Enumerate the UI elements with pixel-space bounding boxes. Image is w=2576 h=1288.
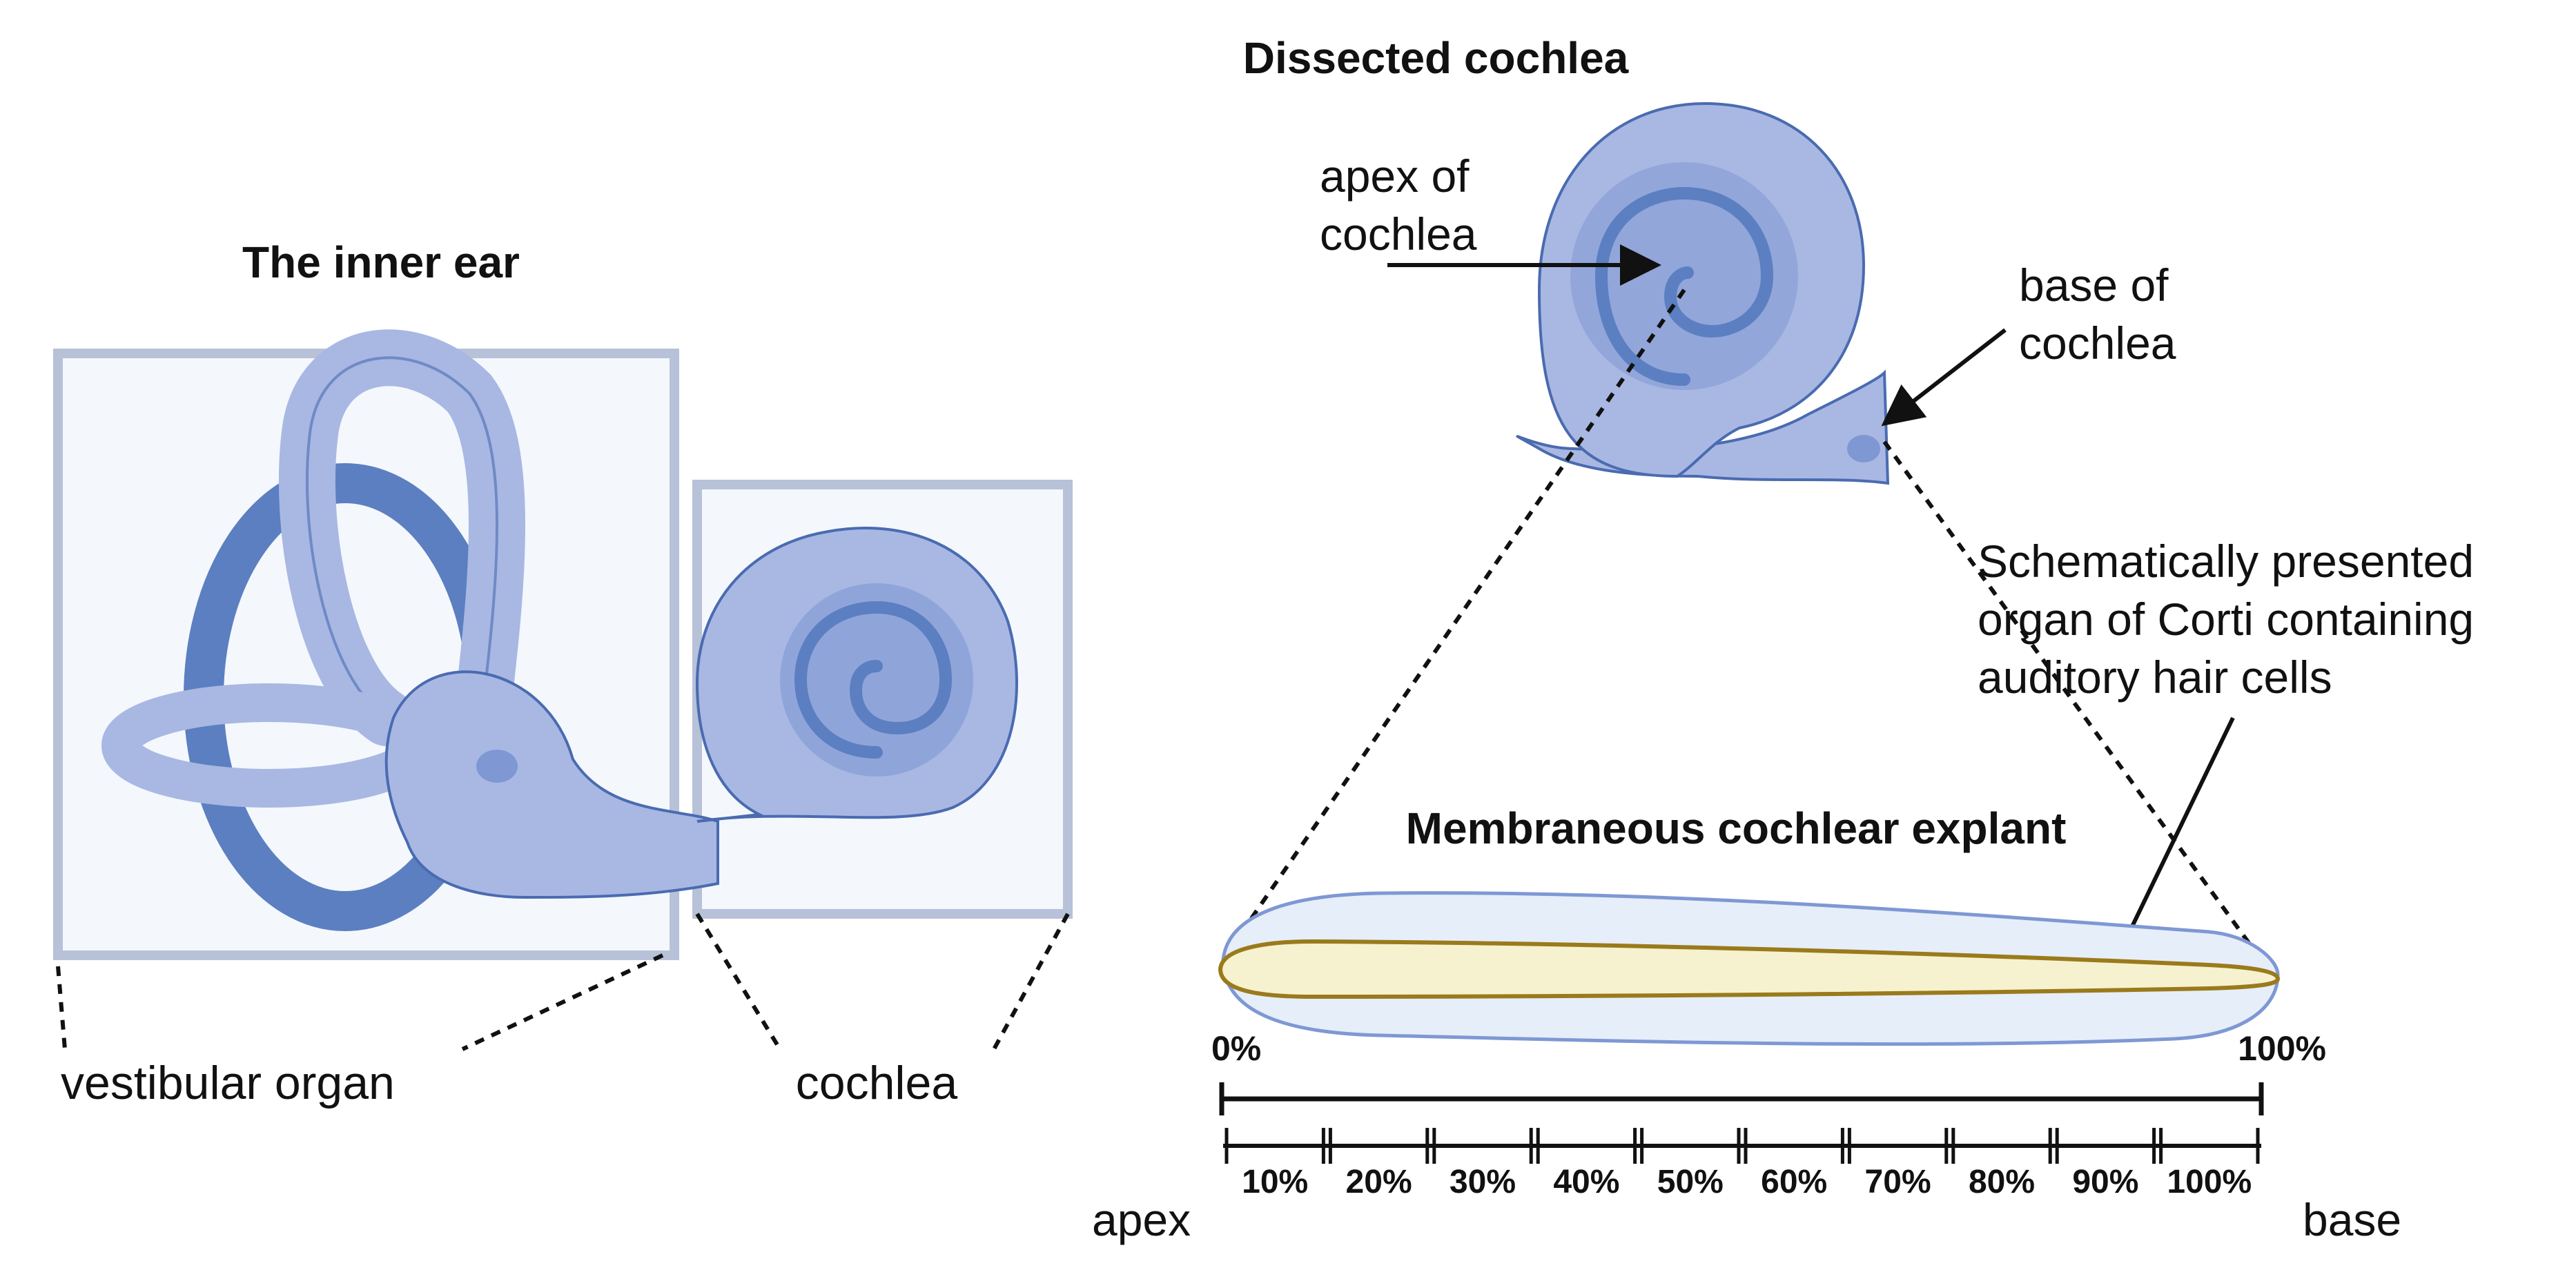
inner-ear-cochlea [695,527,1018,823]
segment-label: 90% [2072,1164,2138,1200]
base-projection-line [1882,440,2273,975]
segment-label: 60% [1761,1164,1827,1200]
base-of-cochlea-line1: base of [2019,260,2169,311]
segment-label: 20% [1346,1164,1412,1200]
dissected-cochlea-shape [1516,101,1890,485]
segment-label: 40% [1553,1164,1619,1200]
cochlea-leader-left [695,913,782,1051]
schematic-line1: Schematically presented [1978,536,2474,587]
segment-scale: 10% 20% 30% 40% 50% 60% 70% 80% 90% 100% [1223,1128,2261,1200]
segment-label: 70% [1865,1164,1931,1200]
explant-panel: Membraneous cochlear explant Schematical… [1092,536,2474,1245]
segment-label: 50% [1657,1164,1724,1200]
segment-label: 30% [1450,1164,1516,1200]
inner-ear-title: The inner ear [242,237,520,287]
vestibular-organ [101,329,719,931]
apex-of-cochlea-line2: cochlea [1320,208,1477,260]
end-percent: 100% [2238,1029,2326,1068]
corti-arrow [2109,716,2235,973]
base-of-cochlea-line2: cochlea [2019,318,2176,369]
cochlea-leader-right [992,913,1070,1051]
base-label: base [2303,1194,2401,1245]
cochlea-label: cochlea [796,1057,958,1109]
schematic-line3: auditory hair cells [1978,652,2332,703]
schematic-line2: organ of Corti containing [1978,594,2474,645]
dissected-cochlea-title: Dissected cochlea [1243,33,1629,83]
apex-of-cochlea-line1: apex of [1320,150,1470,202]
segment-label: 80% [1969,1164,2035,1200]
explant-title: Membraneous cochlear explant [1406,803,2067,853]
inner-ear-panel: The inner ear vestibular [53,237,1073,1109]
vestibular-leader-right [461,953,664,1051]
vestibular-leader-left [56,966,67,1050]
vestibular-organ-label: vestibular organ [61,1057,395,1109]
start-percent: 0% [1211,1029,1261,1068]
base-arrow [1881,328,2007,427]
apex-label: apex [1092,1194,1191,1245]
segment-label: 100% [2167,1164,2252,1200]
organ-of-corti [1218,939,2281,999]
segment-label: 10% [1242,1164,1308,1200]
dissected-cochlea-panel: Dissected cochlea apex of cochlea base o… [1221,33,2273,975]
